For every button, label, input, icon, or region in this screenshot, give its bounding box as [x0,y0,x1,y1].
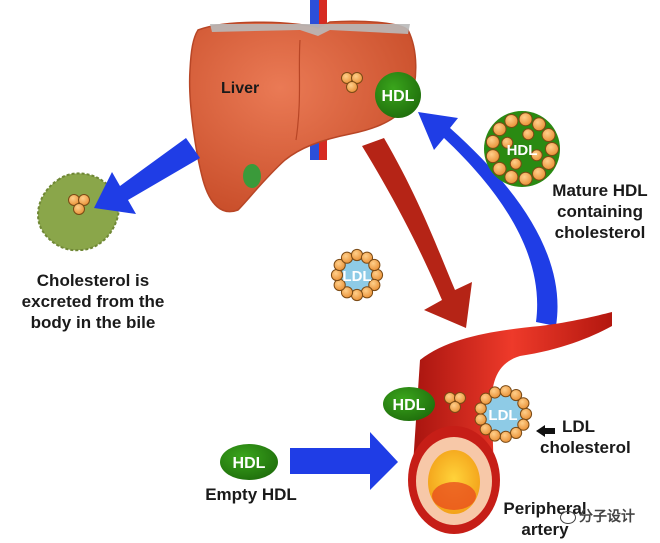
mature-hdl-label: HDL [507,142,538,159]
liver-cholesterol [346,81,358,93]
bile-caption: Cholesterol is excreted from the body in… [21,271,165,332]
mature-hdl-caption: Mature HDL containing cholesterol [552,181,648,242]
artery-ldl-particle-cholesterol [488,386,501,399]
ldl-particle-cholesterol [360,251,374,264]
artery-ldl-particle-cholesterol [509,426,523,440]
liver-hdl-label: HDL [382,88,415,105]
mature-hdl-cholesterol [504,113,519,128]
hdl-return-arrow [418,112,558,326]
empty-hdl-caption: Empty HDL [205,485,297,504]
bile-cholesterol [78,194,90,206]
mature-hdl-cholesterol [501,136,514,149]
mature-hdl-cholesterol [541,155,556,170]
mature-hdl-cholesterol [518,112,533,127]
mature-hdl-cholesterol [545,142,559,156]
mature-hdl-cholesterol [541,128,556,143]
artery-hdl-particle [383,387,435,421]
empty-hdl-particle [220,444,278,480]
mature-hdl-cholesterol [492,122,507,137]
artery-ldl-particle-cholesterol [517,418,530,431]
artery-ldl-particle-cholesterol [499,430,512,443]
hdl-uptake-arrow [290,432,398,490]
watermark: 分子设计 [560,506,635,526]
mature-hdl-cholesterol [509,157,522,170]
artery-ldl-particle-cholesterol [479,392,492,405]
artery-ldl-particle-cholesterol [474,413,487,426]
artery-ldl-particle-cholesterol [474,402,487,415]
ldl-delivery-arrow [362,138,472,328]
mature-hdl-cholesterol [522,128,535,141]
artery-cholesterol [454,392,466,404]
wechat-icon [560,510,576,524]
liver-cholesterol [351,72,363,84]
ldl-particle-cholesterol [368,258,381,272]
mature-hdl-cholesterol [532,117,547,132]
mature-hdl-cholesterol [504,170,519,185]
bile-excretion-arrow [94,138,200,214]
artery-cholesterol [449,401,461,413]
ldl-particle-cholesterol [340,286,354,299]
ldl-particle-cholesterol [350,288,364,302]
artery-ldl-particle-cholesterol [519,407,533,421]
artery-ldl-particle-cholesterol [479,423,492,436]
mature-hdl-cholesterol [485,149,500,164]
ldl-particle-cholesterol [350,248,364,262]
peripheral-artery [408,312,612,534]
ldl-particle-cholesterol [333,258,346,272]
bile-cholesterol [73,203,85,215]
ldl-cholesterol-caption: LDL cholesterol [540,417,631,457]
mature-hdl-cholesterol [492,161,507,176]
ldl-particle-cholesterol [368,278,381,292]
ldl-particle-label: LDL [342,268,371,285]
ldl-particle-cholesterol [360,286,374,299]
artery-ldl-particle-cholesterol [488,429,501,442]
empty-hdl-particle-label: HDL [233,455,266,472]
artery-ldl-particle-label: LDL [488,407,517,424]
mature-hdl-cholesterol [485,134,500,149]
liver-organ [188,20,417,213]
artery-ldl-particle-cholesterol [509,388,523,402]
artery-ldl-particle-cholesterol [517,397,530,410]
liver-label: Liver [221,80,260,97]
artery-ldl-particle-cholesterol [499,385,512,398]
mature-hdl-cholesterol [518,171,533,186]
mature-hdl-cholesterol [530,149,543,162]
ldl-particle-cholesterol [340,251,354,264]
gallbladder [243,164,261,188]
liver-hdl-particle [375,72,421,118]
arrow-left-icon [536,425,545,437]
artery-hdl-particle-label: HDL [393,397,426,414]
ldl-particle-cholesterol [370,268,384,282]
ldl-particle-cholesterol [330,268,344,282]
mature-hdl-cholesterol [532,166,547,181]
